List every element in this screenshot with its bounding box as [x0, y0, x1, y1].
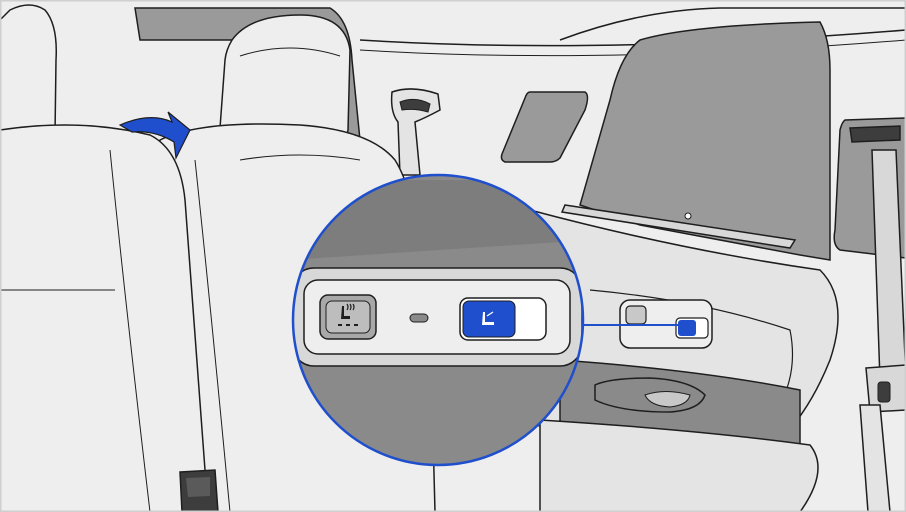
trim-switch-heat [626, 306, 646, 324]
seat-fold-switch-highlight [463, 301, 515, 337]
trim-clip [685, 213, 691, 219]
seatbelt-latch-slot [878, 382, 890, 402]
seat-release-lever-highlight [186, 477, 210, 497]
belt-guide [850, 126, 900, 142]
indicator-slot [410, 314, 428, 322]
trim-switch-fold-highlight [678, 320, 696, 336]
left-seatback [0, 125, 215, 512]
